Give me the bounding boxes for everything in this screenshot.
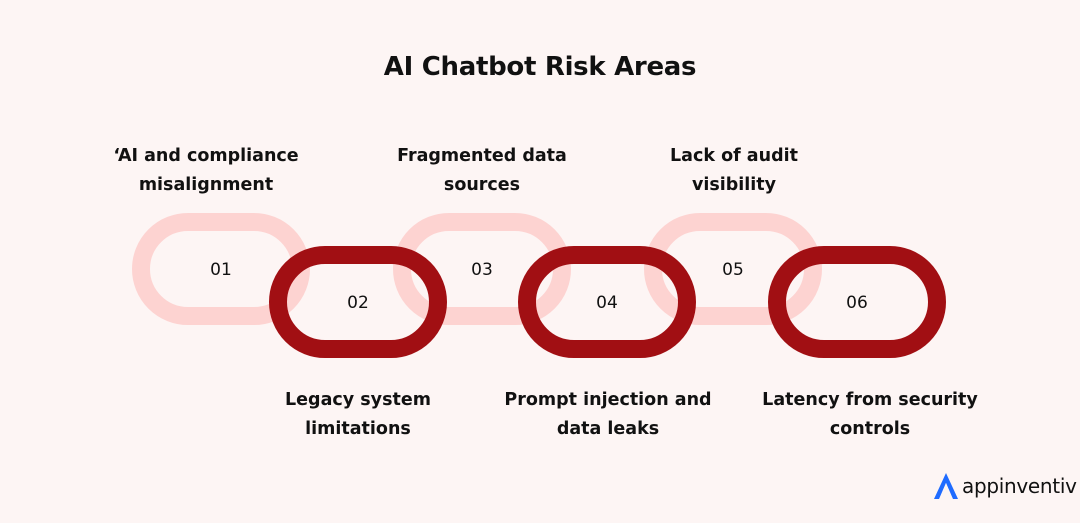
label-02: Legacy system limitations <box>285 390 431 439</box>
appinventiv-logo-icon <box>934 473 958 499</box>
brand-name: appinventiv <box>962 474 1077 498</box>
link-number-05: 05 <box>722 260 744 280</box>
link-number-04: 04 <box>596 293 618 313</box>
link-number-03: 03 <box>471 260 493 280</box>
label-04: Prompt injection and data leaks <box>504 390 712 439</box>
link-number-06: 06 <box>846 293 868 313</box>
chain-link-04 <box>518 246 696 358</box>
label-05: Lack of audit visibility <box>670 146 798 195</box>
link-number-02: 02 <box>347 293 369 313</box>
label-03: Fragmented data sources <box>397 146 567 195</box>
chain-link-05 <box>644 213 822 325</box>
label-06: Latency from security controls <box>762 390 978 439</box>
chain-link-06 <box>768 246 946 358</box>
link-number-01: 01 <box>210 260 232 280</box>
diagram-title: AI Chatbot Risk Areas <box>383 52 697 82</box>
label-01: ‘AI and compliance misalignment <box>113 146 299 195</box>
chain-link-03 <box>393 213 571 325</box>
brand-logo: appinventiv <box>932 470 1077 502</box>
chain-link-02 <box>269 246 447 358</box>
